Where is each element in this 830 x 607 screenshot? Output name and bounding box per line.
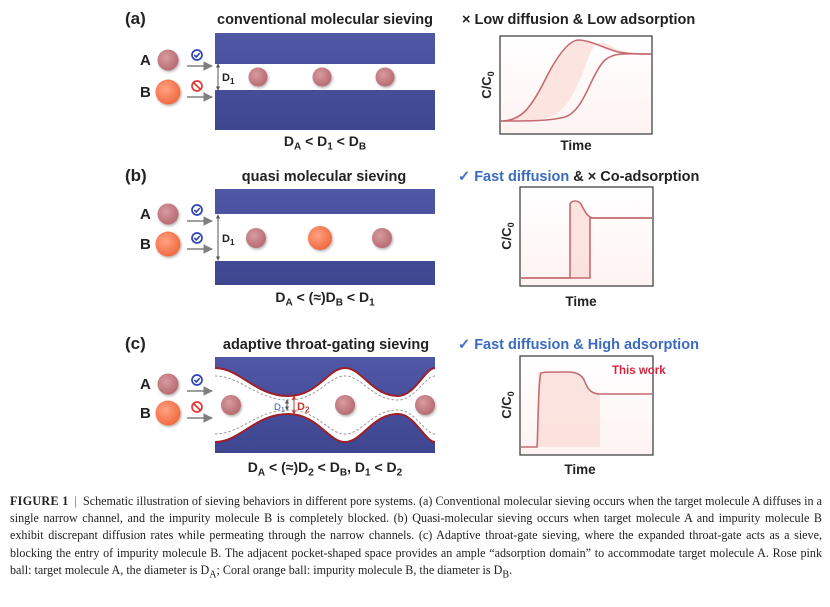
breakthrough-curve-a [521, 200, 652, 279]
molecule-b-label: B [140, 84, 151, 101]
molecule-a-in-channel [248, 67, 268, 87]
panel-label: (a) [125, 9, 146, 28]
cross-mark: × [462, 12, 470, 28]
sieving-equation: DA < (≈)D2 < DB, D1 < D2 [248, 459, 403, 479]
caption-separator: | [74, 494, 77, 508]
y-axis-label: C/C0 [499, 391, 516, 418]
breakthrough-curve [521, 371, 652, 448]
panel-headline: × Low diffusion & Low adsorption [462, 12, 695, 28]
sieving-equation: DA < (≈)DB < D1 [275, 289, 375, 309]
molecule-a-in-channel [372, 228, 392, 248]
figure-caption: FIGURE 1 |Schematic illustration of sievi… [10, 493, 822, 583]
d1-label: D1 [274, 402, 285, 414]
panel-a: (a) conventional molecular sieving × Low… [125, 9, 695, 153]
d2-label: D2 [297, 401, 310, 415]
flexible-boundary-bottom [214, 409, 436, 435]
molecule-a-ball [157, 203, 179, 225]
breakthrough-curve-b [521, 217, 652, 279]
figure-1: (a) conventional molecular sieving × Low… [125, 9, 699, 479]
blocked-icon [191, 80, 203, 92]
molecule-a-in-pocket [221, 395, 241, 415]
y-axis-label: C/C0 [499, 222, 516, 249]
pocket-pore [215, 368, 435, 442]
curve-fill [501, 40, 651, 121]
molecule-a-in-pocket [415, 395, 435, 415]
check-icon [191, 49, 203, 61]
width-label: D1 [222, 72, 235, 86]
molecule-a-label: A [140, 52, 151, 69]
x-axis-label: Time [564, 462, 596, 477]
blocked-icon [191, 401, 203, 413]
panel-label: (b) [125, 166, 147, 185]
cross-mark: × [588, 169, 596, 185]
panel-c: (c) adaptive throat-gating sieving ✓ Fas… [125, 334, 699, 479]
panel-b: (b) quasi molecular sieving ✓ Fast diffu… [125, 166, 699, 309]
molecule-a-ball [157, 49, 179, 71]
panel-headline: ✓ Fast diffusion & High adsorption [458, 337, 699, 353]
caption-text-end: . [509, 562, 513, 577]
molecule-b-label: B [140, 405, 151, 422]
pore-boundary-bottom [214, 412, 436, 444]
molecule-a-in-channel [375, 67, 395, 87]
this-work-annotation: This work [612, 365, 666, 377]
check-icon [191, 232, 203, 244]
molecule-a-label: A [140, 206, 151, 223]
panel-title: adaptive throat-gating sieving [223, 337, 429, 353]
molecule-b-ball [155, 231, 181, 257]
caption-text-continued: ; Coral orange ball: impurity molecule B… [216, 562, 503, 577]
panel-headline: ✓ Fast diffusion & × Co-adsorption [458, 169, 699, 185]
y-axis-label: C/C0 [479, 71, 496, 98]
headline-text: Low diffusion & Low adsorption [475, 12, 696, 28]
headline-text: Fast diffusion & High adsorption [474, 337, 699, 353]
molecule-a-label: A [140, 376, 151, 393]
caption-subscript: B [502, 569, 510, 581]
pore-boundary-top [214, 366, 436, 398]
caption-subscript: A [209, 569, 217, 581]
curve-fill [538, 372, 600, 447]
caption-text: Schematic illustration of sieving behavi… [10, 494, 822, 577]
flexible-boundary-top [214, 375, 436, 401]
width-label: D1 [222, 233, 235, 247]
figure-label: FIGURE 1 [10, 494, 69, 508]
curve-fill [570, 201, 590, 278]
panel-label: (c) [125, 334, 146, 353]
panel-title: conventional molecular sieving [217, 12, 433, 28]
breakthrough-curve-b [500, 52, 652, 122]
check-mark: ✓ [458, 169, 470, 185]
molecule-a-in-channel [246, 228, 266, 248]
x-axis-label: Time [560, 138, 592, 153]
check-icon [191, 204, 203, 216]
molecule-b-label: B [140, 236, 151, 253]
molecule-a-ball [157, 373, 179, 395]
check-icon [191, 374, 203, 386]
panel-title: quasi molecular sieving [242, 169, 406, 185]
molecule-a-in-pocket [335, 395, 355, 415]
check-mark: ✓ [458, 337, 470, 353]
sieving-equation: DA < D1 < DB [284, 133, 366, 153]
x-axis-label: Time [565, 294, 597, 309]
molecule-b-in-channel [308, 226, 332, 250]
molecule-b-ball [155, 400, 181, 426]
molecule-b-ball [155, 79, 181, 105]
molecule-a-in-channel [312, 67, 332, 87]
